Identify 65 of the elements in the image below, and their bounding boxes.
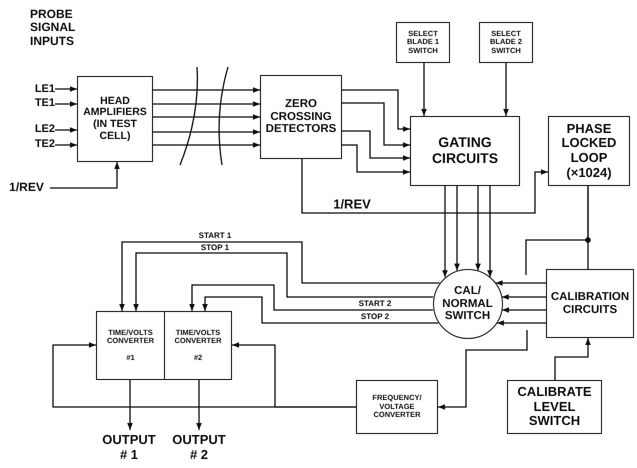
connector-arrow — [119, 241, 440, 311]
signal-label: LE1 — [22, 83, 55, 96]
connector-arrow — [554, 338, 591, 380]
connector-arrow — [153, 129, 260, 135]
process-box — [260, 75, 342, 159]
connector-arrow — [202, 296, 438, 324]
connector-arrow — [153, 142, 260, 148]
process-box — [356, 380, 438, 434]
connector-arrow — [127, 380, 133, 430]
connector-arrow — [496, 320, 546, 326]
connector-arrow — [342, 144, 410, 175]
connector-arrow — [487, 186, 493, 278]
connector-arrow — [438, 330, 528, 410]
connector-arrow — [50, 162, 120, 189]
process-box — [410, 116, 520, 186]
process-box — [164, 311, 232, 380]
edge-label: START 2 — [356, 300, 394, 308]
connector-arrow — [232, 342, 356, 408]
connector-arrow — [503, 63, 509, 116]
connector-arrow — [189, 284, 434, 311]
connector-arrow — [133, 252, 434, 311]
box-title: HEAD AMPLIFIERS (IN TEST CELL) — [82, 96, 148, 142]
connector-arrow — [475, 186, 481, 271]
connector-arrow — [301, 159, 548, 214]
process-box — [396, 22, 450, 63]
edge-label: STOP 1 — [198, 244, 232, 252]
inputs-heading: PROBE SIGNAL INPUTS — [30, 8, 76, 48]
connector-arrow — [153, 87, 260, 93]
connector-arrow — [421, 63, 427, 116]
box-title: CALIBRATION CIRCUITS — [550, 290, 630, 316]
edge-label: START 1 — [196, 232, 234, 240]
process-box — [546, 269, 634, 338]
output-label: OUTPUT # 1 — [98, 430, 160, 466]
box-title: PHASE LOCKED LOOP (×1024) — [560, 122, 618, 180]
output-label: OUTPUT # 2 — [168, 430, 230, 466]
connector-arrow — [153, 114, 260, 120]
edge-label: 1/REV — [331, 198, 373, 210]
connector-arrow — [55, 86, 77, 92]
connector-arrow — [196, 380, 202, 430]
process-box — [479, 22, 533, 63]
connector-arrow — [442, 186, 448, 278]
connector-arrow — [55, 101, 77, 107]
box-title: ZERO CROSSING DETECTORS — [264, 98, 338, 136]
box-title: GATING CIRCUITS — [430, 135, 500, 167]
connector-arrow — [342, 130, 410, 161]
signal-label: TE2 — [22, 138, 55, 151]
connector-arrow — [55, 127, 77, 133]
connector-arrow — [342, 102, 410, 148]
box-title: CALIBRATE LEVEL SWITCH — [516, 385, 593, 429]
connector-arrow — [55, 142, 77, 148]
signal-label: LE2 — [22, 123, 55, 136]
connector-arrow — [502, 307, 546, 313]
process-box — [77, 76, 153, 162]
connector-arrow — [342, 89, 410, 132]
connector-arrow — [454, 186, 460, 271]
process-box — [548, 116, 630, 186]
edge-label: STOP 2 — [358, 313, 392, 321]
signal-label: 1/REV — [3, 181, 50, 195]
process-box — [507, 380, 602, 434]
box-title: CAL/ NORMAL SWITCH — [441, 284, 494, 324]
connector-arrow — [153, 101, 260, 107]
process-box — [96, 311, 165, 380]
connector-arrow — [496, 280, 546, 286]
signal-label: TE1 — [22, 97, 55, 110]
connector-arrow — [502, 294, 546, 300]
